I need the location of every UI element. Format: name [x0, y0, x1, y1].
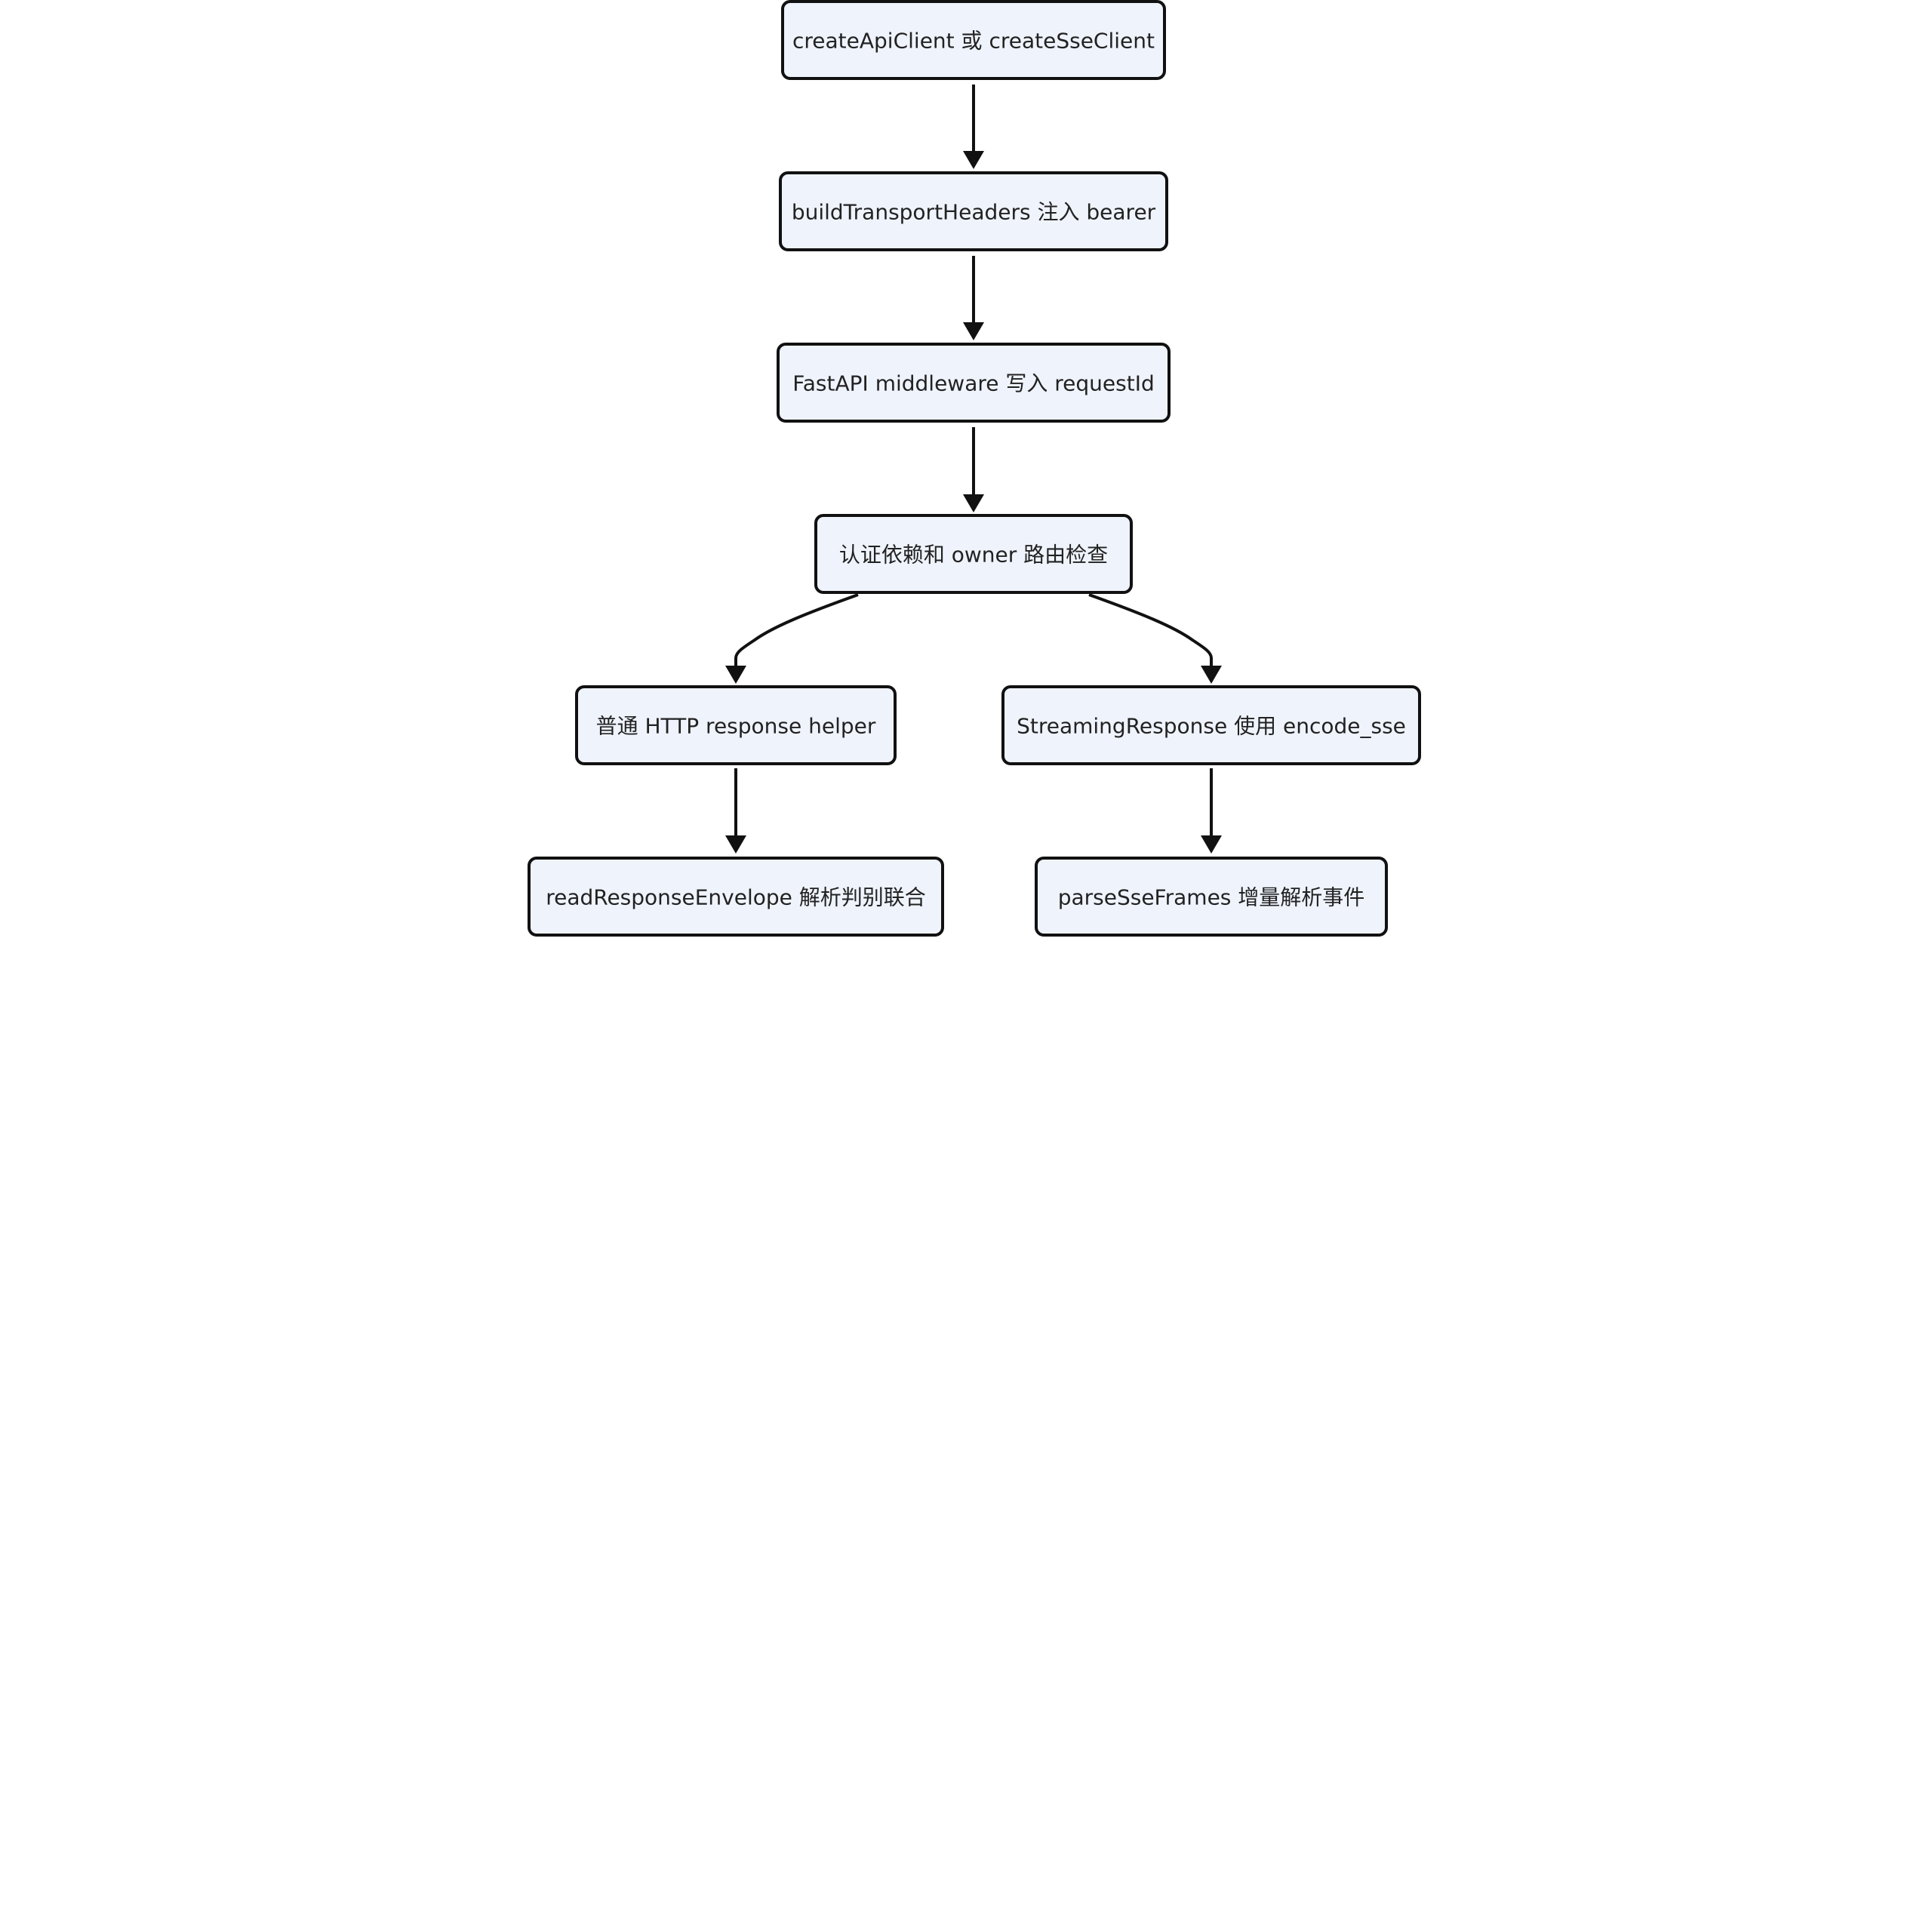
nodes: createApiClient 或 createSseClient buildT… [528, 0, 1421, 937]
node-build-transport-headers: buildTransportHeaders 注入 bearer [779, 171, 1168, 251]
edges [725, 85, 1222, 854]
node-fastapi-middleware: FastAPI middleware 写入 requestId [777, 343, 1171, 423]
node-label: StreamingResponse 使用 encode_sse [1017, 714, 1406, 739]
arrowhead-n3-n4 [963, 494, 984, 512]
node-label: createApiClient 或 createSseClient [792, 29, 1155, 54]
node-label: readResponseEnvelope 解析判别联合 [546, 885, 926, 910]
arrowhead-n4-n5 [725, 666, 746, 684]
node-http-response-helper: 普通 HTTP response helper [575, 685, 897, 765]
arrowhead-n2-n3 [963, 322, 984, 340]
arrowhead-n5-n7 [725, 835, 746, 854]
node-create-client: createApiClient 或 createSseClient [781, 0, 1166, 80]
node-auth-owner-check: 认证依赖和 owner 路由检查 [814, 514, 1133, 594]
edge-n4-n5 [734, 593, 859, 666]
node-label: parseSseFrames 增量解析事件 [1058, 885, 1365, 910]
arrowhead-n4-n6 [1201, 666, 1222, 684]
node-label: FastAPI middleware 写入 requestId [792, 371, 1155, 396]
node-label: 普通 HTTP response helper [596, 714, 876, 739]
node-label: buildTransportHeaders 注入 bearer [792, 200, 1156, 225]
node-label: 认证依赖和 owner 路由检查 [839, 543, 1108, 568]
node-read-response-envelope: readResponseEnvelope 解析判别联合 [528, 857, 944, 937]
node-streaming-response: StreamingResponse 使用 encode_sse [1001, 685, 1421, 765]
edge-n4-n6 [1088, 593, 1213, 666]
arrowhead-n6-n8 [1201, 835, 1222, 854]
node-parse-sse-frames: parseSseFrames 增量解析事件 [1035, 857, 1388, 937]
arrowhead-n1-n2 [963, 151, 984, 169]
